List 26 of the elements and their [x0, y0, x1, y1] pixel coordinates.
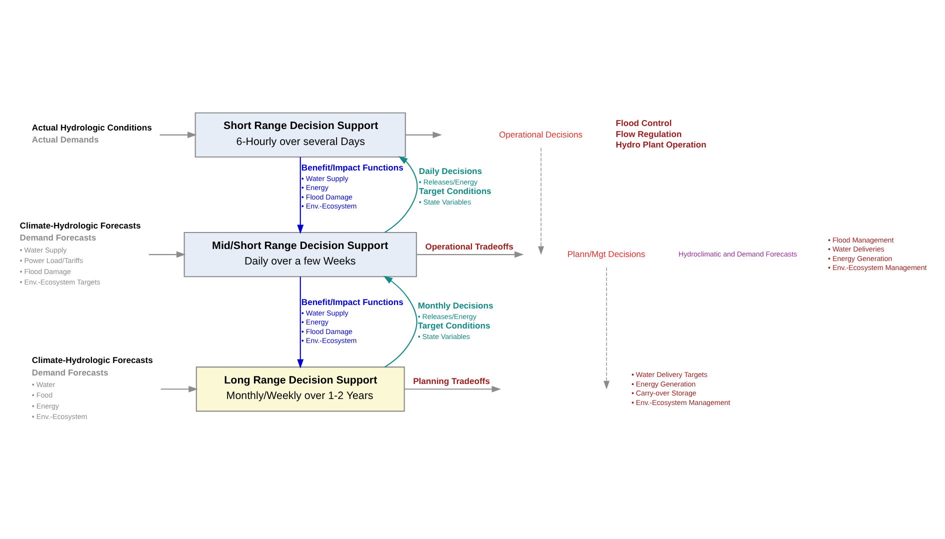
node-text: Operational Decisions [499, 129, 582, 140]
node-box: Long Range Decision Support Monthly/Weekly over 1-2 Years [196, 366, 405, 412]
label: Target Conditions [418, 320, 490, 331]
label: Flow Regulation [616, 128, 682, 139]
edge-label: Planning Tradeoffs [413, 376, 490, 386]
label: Flood Control [616, 118, 672, 128]
arrow [297, 157, 304, 234]
label: Daily Decisions [418, 166, 482, 176]
node-box: Short Range Decision Support 6-Hourly over several Days [194, 112, 406, 158]
arrow [383, 276, 418, 368]
arrow [160, 132, 197, 138]
node-box: Mid/Short Range Decision Support Daily over a few Weeks [184, 232, 417, 278]
arrow [538, 147, 544, 255]
node-text: Plann/Mgt Decisions [567, 249, 646, 260]
label: Hydro Plant Operation [616, 139, 706, 150]
arrow [160, 386, 198, 392]
label: Benefit/Impact Functions [301, 162, 404, 173]
label: Target Conditions [418, 186, 492, 196]
edge-label: Operational Tradeoffs [425, 241, 514, 252]
node-text: Actual Hydrologic Conditions Actual Demands [32, 122, 152, 144]
arrow [297, 276, 304, 368]
arrow [604, 267, 610, 390]
label: Benefit/Impact Functions [301, 297, 404, 308]
arrow [148, 251, 186, 258]
label: Monthly Decisions [418, 300, 494, 311]
arrow [384, 156, 418, 233]
